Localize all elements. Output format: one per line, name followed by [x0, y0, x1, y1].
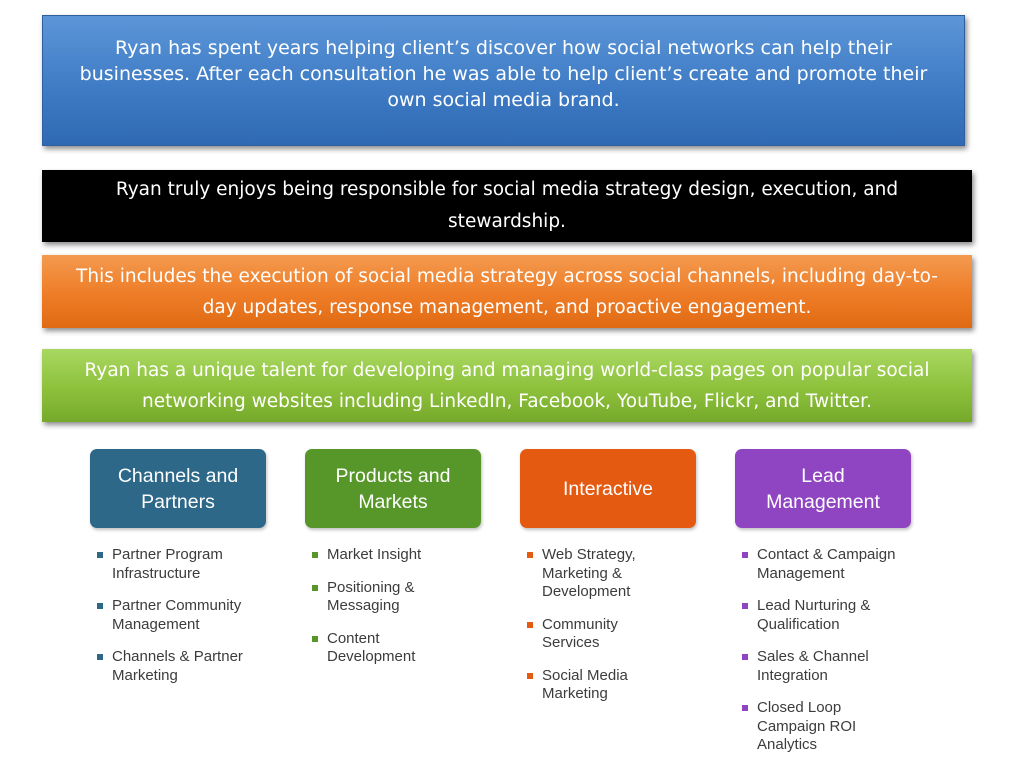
intro-banner: Ryan has spent years helping client’s di…	[42, 15, 965, 146]
talent-banner-text: Ryan has a unique talent for developing …	[84, 359, 930, 412]
list-item-text: Sales & Channel Integration	[757, 648, 869, 684]
column-title: Interactive	[563, 477, 653, 500]
list-item-text: Closed Loop Campaign ROI Analytics	[757, 699, 857, 753]
list-item: Social Media Marketing	[520, 667, 700, 704]
square-bullet-icon	[742, 603, 748, 609]
list-item: Lead Nurturing & Qualification	[735, 597, 915, 634]
list-item-text: Partner Community Management	[112, 597, 242, 633]
list-item: Closed Loop Campaign ROI Analytics	[735, 699, 915, 755]
column-header: Lead Management	[735, 449, 911, 528]
square-bullet-icon	[742, 552, 748, 558]
column-title: Lead Management	[766, 464, 880, 513]
list-item-text: Positioning & Messaging	[327, 578, 415, 615]
list-item-text: Market Insight	[327, 546, 422, 563]
list-item: Partner Program Infrastructure	[90, 546, 270, 583]
list-item: Content Development	[305, 630, 485, 667]
list-item: Community Services	[520, 616, 700, 653]
list-item: Positioning & Messaging	[305, 579, 485, 616]
square-bullet-icon	[312, 584, 318, 591]
column-list: Partner Program Infrastructure Partner C…	[90, 546, 270, 685]
intro-banner-text: Ryan has spent years helping client’s di…	[79, 36, 928, 111]
execution-banner-text: This includes the execution of social me…	[76, 265, 938, 318]
square-bullet-icon	[742, 654, 748, 660]
list-item-text: Contact & Campaign Management	[757, 546, 896, 582]
square-bullet-icon	[97, 603, 103, 609]
column-header: Products and Markets	[305, 449, 481, 528]
enjoys-banner-text: Ryan truly enjoys being responsible for …	[115, 179, 899, 232]
square-bullet-icon	[742, 705, 748, 711]
column-channels-partners: Channels and Partners Partner Program In…	[90, 449, 270, 699]
list-item: Sales & Channel Integration	[735, 648, 915, 685]
list-item-text: Lead Nurturing & Qualification	[757, 597, 871, 633]
list-item-text: Content Development	[327, 629, 416, 666]
column-products-markets: Products and Markets Market Insight Posi…	[305, 449, 485, 681]
column-interactive: Interactive Web Strategy, Marketing & De…	[520, 449, 700, 718]
column-header: Interactive	[520, 449, 696, 528]
enjoys-banner: Ryan truly enjoys being responsible for …	[42, 170, 972, 242]
column-header: Channels and Partners	[90, 449, 266, 528]
list-item-text: Channels & Partner Marketing	[112, 648, 243, 684]
list-item: Partner Community Management	[90, 597, 270, 634]
column-title: Channels and Partners	[117, 464, 239, 513]
square-bullet-icon	[527, 621, 533, 628]
talent-banner: Ryan has a unique talent for developing …	[42, 349, 972, 422]
list-item-text: Web Strategy, Marketing & Development	[542, 546, 636, 600]
column-title: Products and Markets	[335, 464, 451, 513]
list-item: Web Strategy, Marketing & Development	[520, 546, 700, 602]
list-item: Market Insight	[305, 546, 485, 565]
list-item-text: Community Services	[542, 615, 618, 652]
square-bullet-icon	[312, 635, 318, 642]
list-item: Channels & Partner Marketing	[90, 648, 270, 685]
column-list: Web Strategy, Marketing & Development Co…	[520, 546, 700, 704]
list-item-text: Social Media Marketing	[542, 666, 628, 703]
execution-banner: This includes the execution of social me…	[42, 255, 972, 328]
square-bullet-icon	[527, 552, 533, 558]
square-bullet-icon	[97, 654, 103, 660]
column-list: Contact & Campaign Management Lead Nurtu…	[735, 546, 915, 755]
column-lead-management: Lead Management Contact & Campaign Manag…	[735, 449, 915, 769]
list-item: Contact & Campaign Management	[735, 546, 915, 583]
square-bullet-icon	[312, 552, 318, 558]
list-item-text: Partner Program Infrastructure	[112, 546, 223, 582]
column-list: Market Insight Positioning & Messaging C…	[305, 546, 485, 667]
square-bullet-icon	[97, 552, 103, 558]
square-bullet-icon	[527, 672, 533, 679]
